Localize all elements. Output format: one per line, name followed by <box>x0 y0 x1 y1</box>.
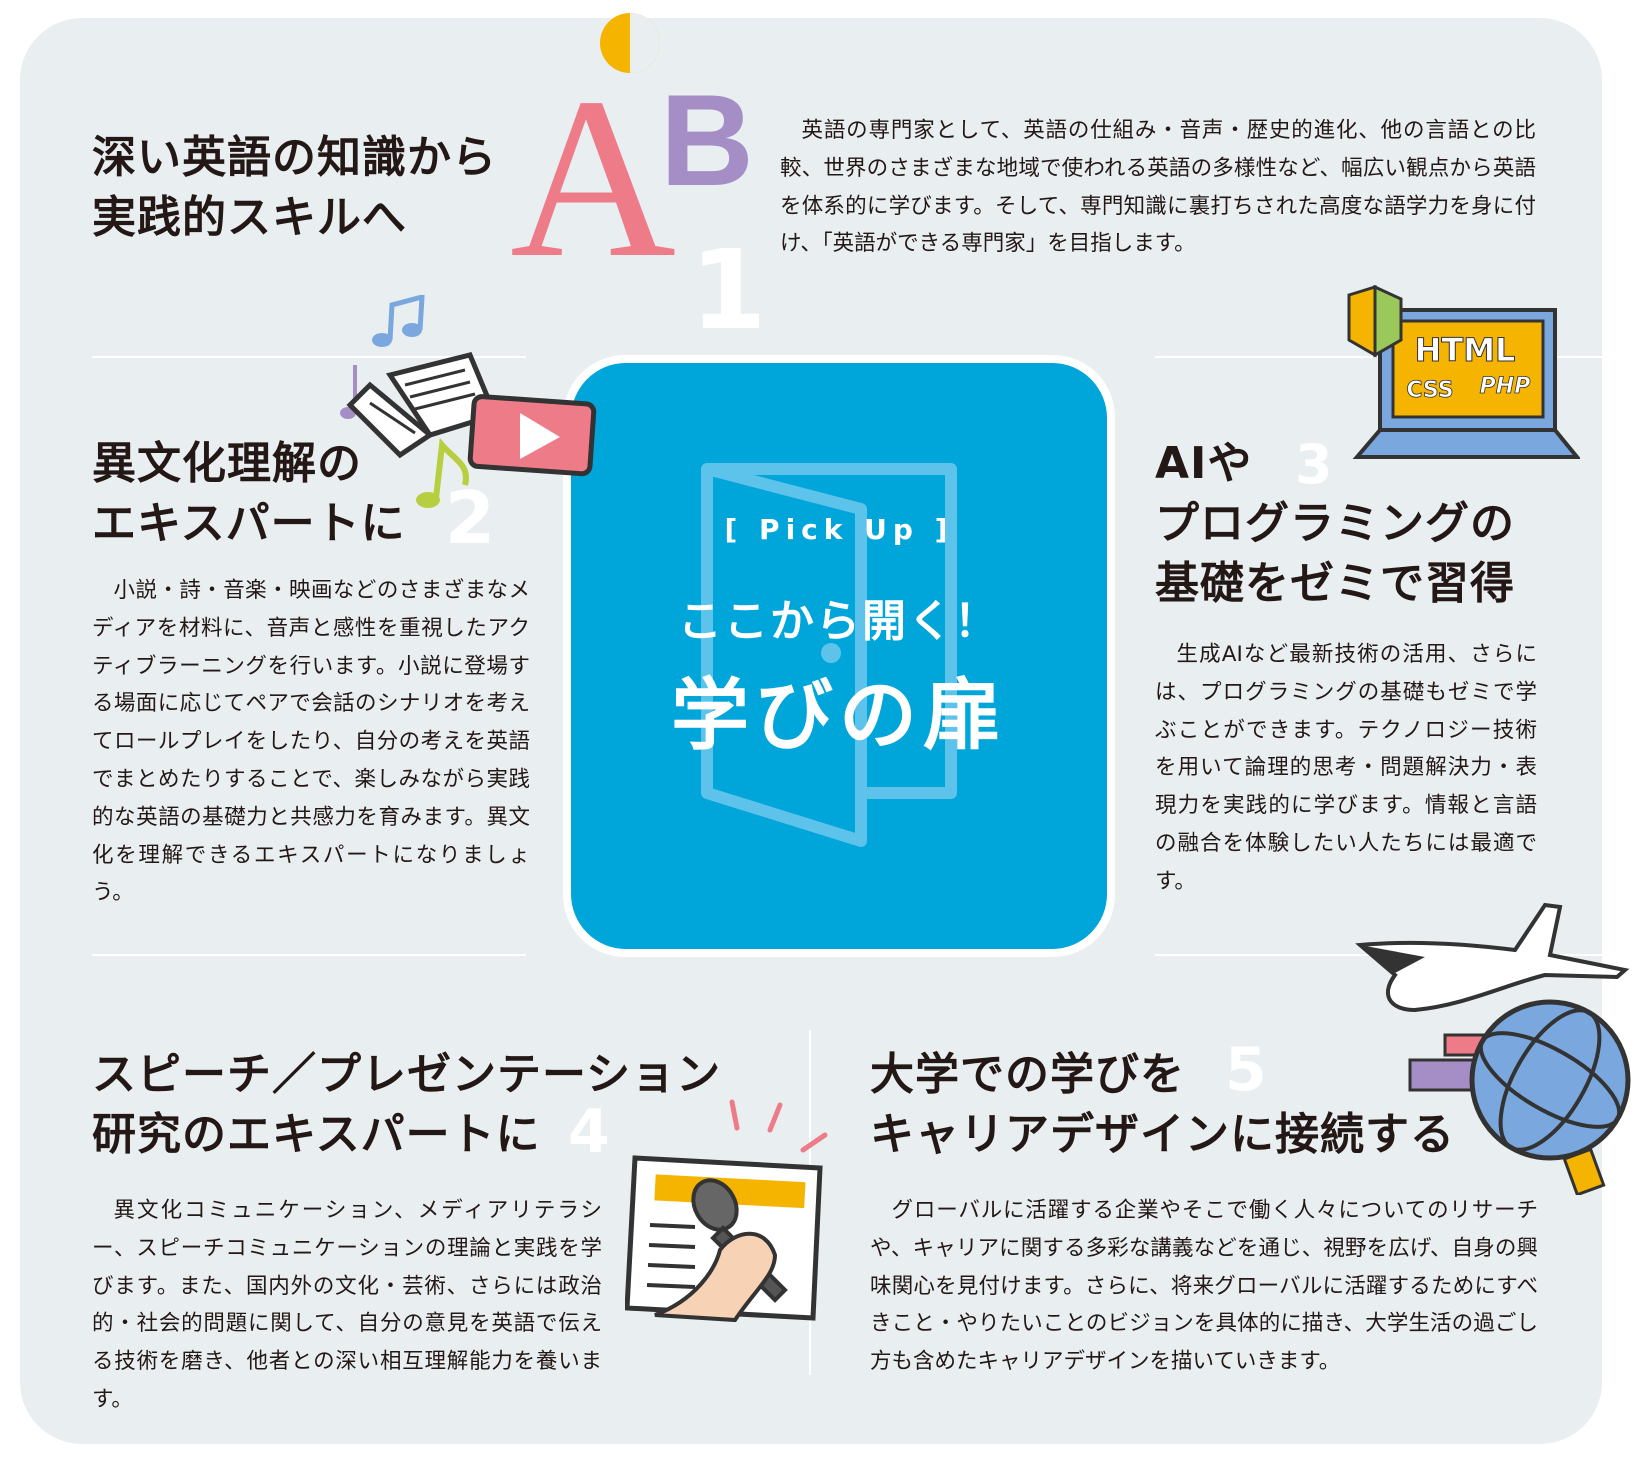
section-4-title: スピーチ／プレゼンテーション研究のエキスパートに <box>92 1049 722 1160</box>
section-3-body: 生成AIなど最新技術の活用、さらには、プログラミングの基礎もゼミで学ぶことができ… <box>1155 642 1537 894</box>
pickup-card[interactable]: [ Pick Up ] ここから開く！ 学びの扉 <box>563 355 1115 957</box>
door-icon <box>701 463 957 847</box>
pickup-label: [ Pick Up ] <box>724 513 954 546</box>
section-number-5: 5 <box>1225 1035 1267 1105</box>
section-4-body: 異文化コミュニケーション、メディアリテラシー、スピーチコミュニケーションの理論と… <box>92 1198 602 1412</box>
divider <box>92 356 526 358</box>
divider <box>92 954 526 956</box>
microphone-icon <box>624 1090 835 1325</box>
svg-text:PHP: PHP <box>1480 374 1531 399</box>
section-number-1: 1 <box>690 226 767 354</box>
section-1-title: 深い英語の知識から実践的スキルへ <box>92 132 497 243</box>
svg-text:A: A <box>510 50 676 260</box>
pickup-title: 学びの扉 <box>670 671 1007 761</box>
book-music-video-icon <box>330 293 630 535</box>
section-number-2: 2 <box>445 476 496 560</box>
section-2-title: 異文化理解のエキスパートに <box>92 438 406 549</box>
abc-letters-icon: A B <box>510 5 754 305</box>
section-1-body: 英語の専門家として、英語の仕組み・音声・歴史的進化、他の言語との比較、世界のさま… <box>780 118 1536 257</box>
pickup-subtitle: ここから開く！ <box>678 596 1000 647</box>
globe-airplane-icon <box>1355 895 1640 1197</box>
section-5-title: 大学での学びをキャリアデザインに接続する <box>870 1049 1455 1160</box>
svg-text:B: B <box>660 67 750 213</box>
section-2-body: 小説・詩・音楽・映画などのさまざまなメディアを材料に、音声と感性を重視したアクテ… <box>92 578 530 906</box>
laptop-code-icon: HTML CSS PHP <box>1345 284 1582 470</box>
section-5-body: グローバルに活躍する企業やそこで働く人々についてのリサーチや、キャリアに関する多… <box>870 1198 1538 1375</box>
svg-text:CSS: CSS <box>1406 378 1453 403</box>
svg-text:HTML: HTML <box>1415 331 1516 369</box>
section-3-title: AIやプログラミングの基礎をゼミで習得 <box>1155 438 1515 609</box>
section-number-4: 4 <box>568 1097 610 1167</box>
section-number-3: 3 <box>1295 433 1333 496</box>
